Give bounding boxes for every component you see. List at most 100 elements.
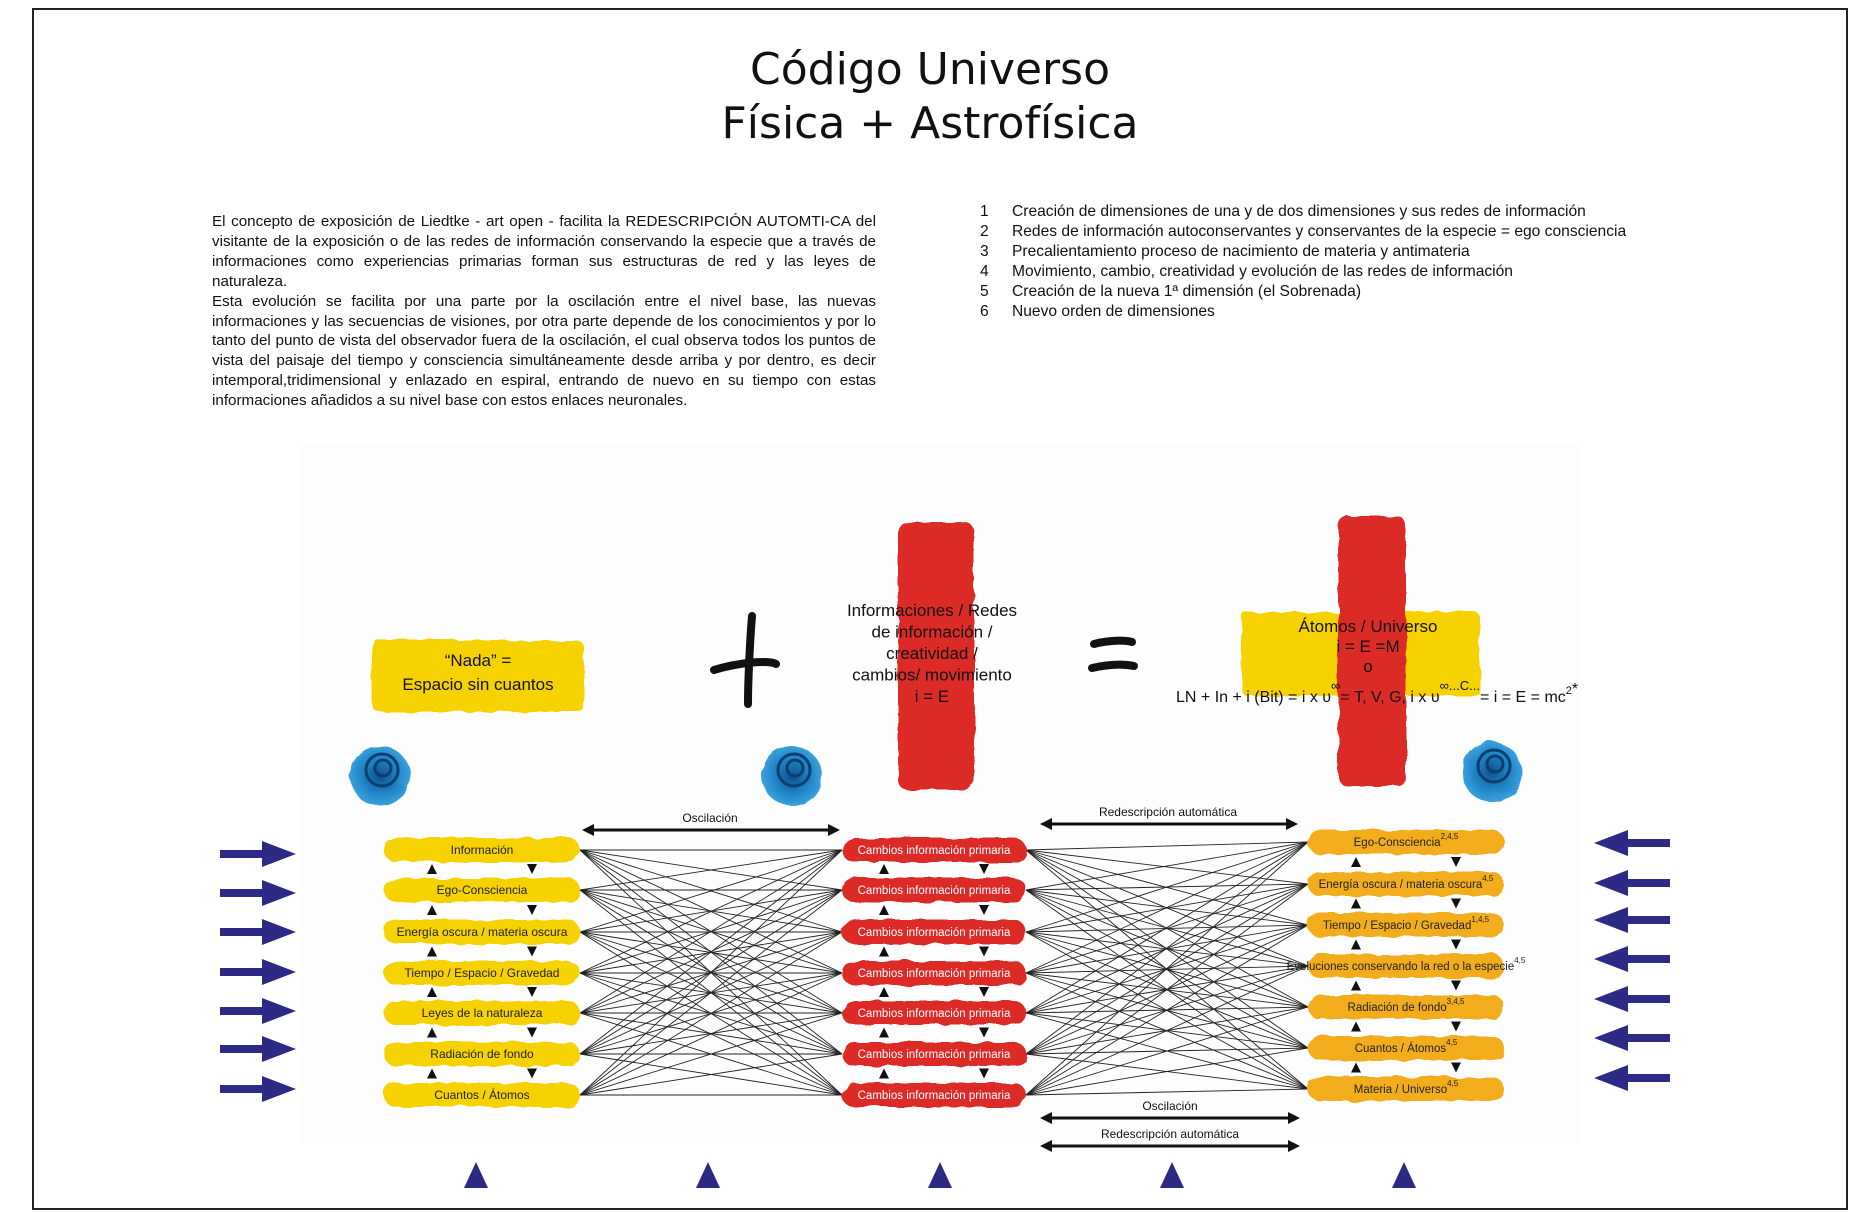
oscillation-top-label: Oscilación (682, 811, 737, 825)
list-item-text: Nuevo orden de dimensiones (1012, 303, 1215, 320)
equals-sign-icon (1088, 636, 1138, 672)
middle_column-label: Cambios información primaria (858, 885, 1011, 897)
equals-sign-bottom (1088, 660, 1138, 672)
list-item-text: Movimiento, cambio, creatividad y evoluc… (1012, 263, 1513, 280)
right_column-label: Cuantos / Átomos4,5 (1355, 1038, 1458, 1055)
triangle-down-icon (979, 1027, 989, 1038)
triangle-up-icon (1351, 857, 1361, 867)
arrow-shaft (1626, 916, 1670, 924)
right_column-label-sup: 3,4,5 (1447, 997, 1465, 1006)
list-item-number: 5 (980, 283, 989, 300)
middle_column-item: Cambios información primaria (842, 838, 1026, 874)
right_column-label-text: Materia / Universo (1354, 1084, 1447, 1096)
list-item-text: Creación de dimensiones de una y de dos … (1012, 203, 1586, 220)
left_column-item: Información (384, 838, 580, 874)
arrow-head-left (1040, 818, 1052, 830)
right_column-label-sup: 4,5 (1446, 1038, 1458, 1047)
arrow-shaft (220, 850, 264, 858)
right_column-item: Ego-Consciencia2,4,5 (1308, 830, 1504, 867)
atoms-red-brush-stroke (1338, 516, 1406, 786)
right_column-label-text: Energía oscura / materia oscura (1319, 879, 1483, 891)
info-label-line: cambios/ movimiento (852, 666, 1012, 685)
redescription-top-label: Redescripción automática (1099, 805, 1237, 819)
right_column-item: Materia / Universo4,5 (1308, 1077, 1504, 1101)
arrow-head (1594, 986, 1628, 1012)
arrow-head (1594, 830, 1628, 856)
plus-sign-horizontal (710, 658, 780, 674)
middle_column-item: Cambios información primaria (842, 1083, 1026, 1107)
connection-line (1025, 924, 1309, 974)
left_column-pill (384, 1042, 580, 1066)
triangle-up-icon (879, 946, 889, 957)
right_column-label-sup: 4,5 (1514, 956, 1526, 965)
arrow-head (1594, 1025, 1628, 1051)
triangle-down-icon (1451, 1062, 1461, 1073)
intro-paragraph-1: El concepto de exposición de Liedtke - a… (212, 213, 876, 290)
left_column-label: Leyes de la naturaleza (422, 1006, 543, 1020)
triangle-down-icon (527, 1027, 537, 1038)
triangle-up-icon (879, 1068, 889, 1079)
arrow-left-icon (1594, 870, 1670, 896)
arrow-head-left (582, 824, 594, 836)
right_column-item: Tiempo / Espacio / Gravedad1,4,5 (1308, 913, 1504, 950)
connection-line (579, 931, 843, 1096)
left_column-label: Tiempo / Espacio / Gravedad (405, 966, 560, 980)
triangle-down-icon (1451, 939, 1461, 950)
triangle-down-icon (979, 905, 989, 915)
arrow-shaft (220, 1007, 264, 1015)
right_column-item: Evoluciones conservando la red o la espe… (1287, 954, 1526, 991)
middle_column-item: Cambios información primaria (842, 1042, 1026, 1079)
left_column-pill (384, 878, 580, 902)
left_column-item: Radiación de fondo (384, 1042, 580, 1079)
triangle-up-icon (1351, 1062, 1361, 1073)
list-item-text: Redes de información autoconservantes y … (1012, 223, 1627, 240)
arrow-right-icon (220, 841, 296, 867)
spiral-center (373, 758, 393, 778)
triangle-up-icon (427, 864, 437, 874)
connection-line (1025, 965, 1309, 1096)
right_column-label: Evoluciones conservando la red o la espe… (1287, 956, 1526, 973)
arrow-head (262, 880, 296, 906)
triangle-down-icon (527, 987, 537, 997)
right_column-label-text: Evoluciones conservando la red o la espe… (1287, 961, 1515, 973)
right_column-label-text: Cuantos / Átomos (1355, 1042, 1447, 1055)
nada-label-line-2: Espacio sin cuantos (402, 675, 553, 694)
connection-line (579, 849, 843, 1096)
connection-line (579, 1012, 843, 1055)
connection-line (1025, 841, 1309, 1055)
right_column-label-sup: 1,4,5 (1471, 915, 1489, 924)
connection-line (1025, 924, 1309, 1096)
middle_column-label: Cambios información primaria (858, 968, 1011, 980)
left_column-pill (384, 838, 580, 862)
triangle-down-icon (1451, 980, 1461, 991)
list-item-number: 3 (980, 243, 989, 260)
arrow-head (1594, 946, 1628, 972)
arrow-head-right (1288, 1112, 1300, 1124)
triangle-down-icon (527, 864, 537, 874)
triangle-up-icon (1351, 939, 1361, 950)
formula-part: ∞ (1331, 678, 1340, 693)
middle_column-item: Cambios información primaria (842, 878, 1026, 915)
middle_column-pill (842, 838, 1026, 862)
info-label-line: Informaciones / Redes (847, 601, 1017, 620)
connection-line (1025, 883, 1309, 1096)
info-label-line: creatividad / (886, 644, 978, 663)
triangle-up-icon (1351, 1021, 1361, 1032)
right_column-label: Ego-Consciencia2,4,5 (1354, 832, 1459, 849)
left_column-item: Leyes de la naturaleza (384, 1001, 580, 1038)
triangle-down-icon (527, 905, 537, 915)
left_column-label: Radiación de fondo (430, 1047, 534, 1061)
right_column-pill (1308, 830, 1504, 854)
connection-line (579, 1053, 843, 1096)
formula-part: * (1572, 681, 1578, 698)
arrow-right-icon (220, 1036, 296, 1062)
right_column-label: Radiación de fondo3,4,5 (1348, 997, 1465, 1014)
right_column-label: Materia / Universo4,5 (1354, 1079, 1459, 1096)
triangle-down-icon (527, 946, 537, 957)
middle_column-label: Cambios información primaria (858, 845, 1011, 857)
